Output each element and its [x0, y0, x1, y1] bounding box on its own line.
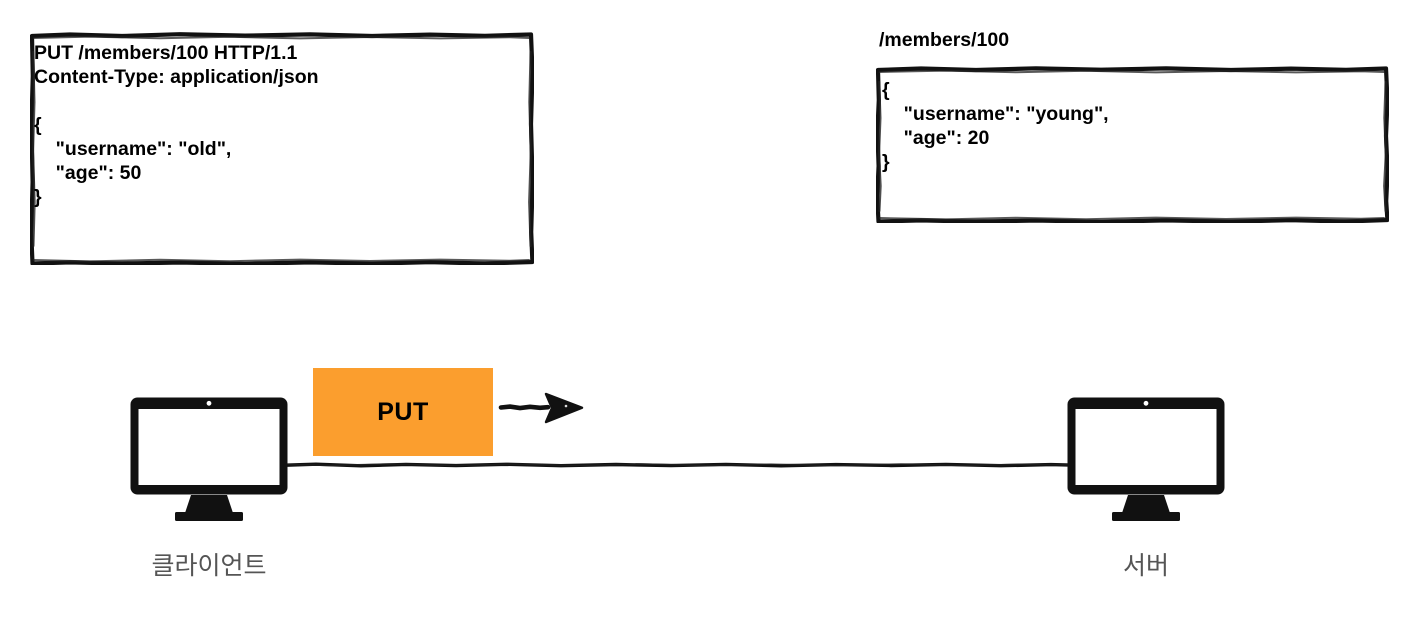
request-box-text: PUT /members/100 HTTP/1.1 Content-Type: … — [34, 42, 319, 208]
put-method-badge: PUT — [313, 368, 493, 456]
server-monitor-icon — [1067, 397, 1225, 521]
client-server-connection-line — [276, 462, 1076, 468]
resource-box-text: { "username": "young", "age": 20 } — [882, 79, 1109, 173]
server-label: 서버 — [1122, 552, 1169, 580]
client-monitor-icon — [130, 397, 288, 521]
put-badge-label: PUT — [377, 397, 429, 426]
http-request-box: PUT /members/100 HTTP/1.1 Content-Type: … — [30, 32, 534, 265]
resource-state-box: { "username": "young", "age": 20 } — [876, 66, 1389, 223]
resource-path-label: /members/100 — [879, 29, 1010, 51]
client-label: 클라이언트 — [151, 552, 267, 580]
request-direction-arrow — [498, 392, 584, 424]
